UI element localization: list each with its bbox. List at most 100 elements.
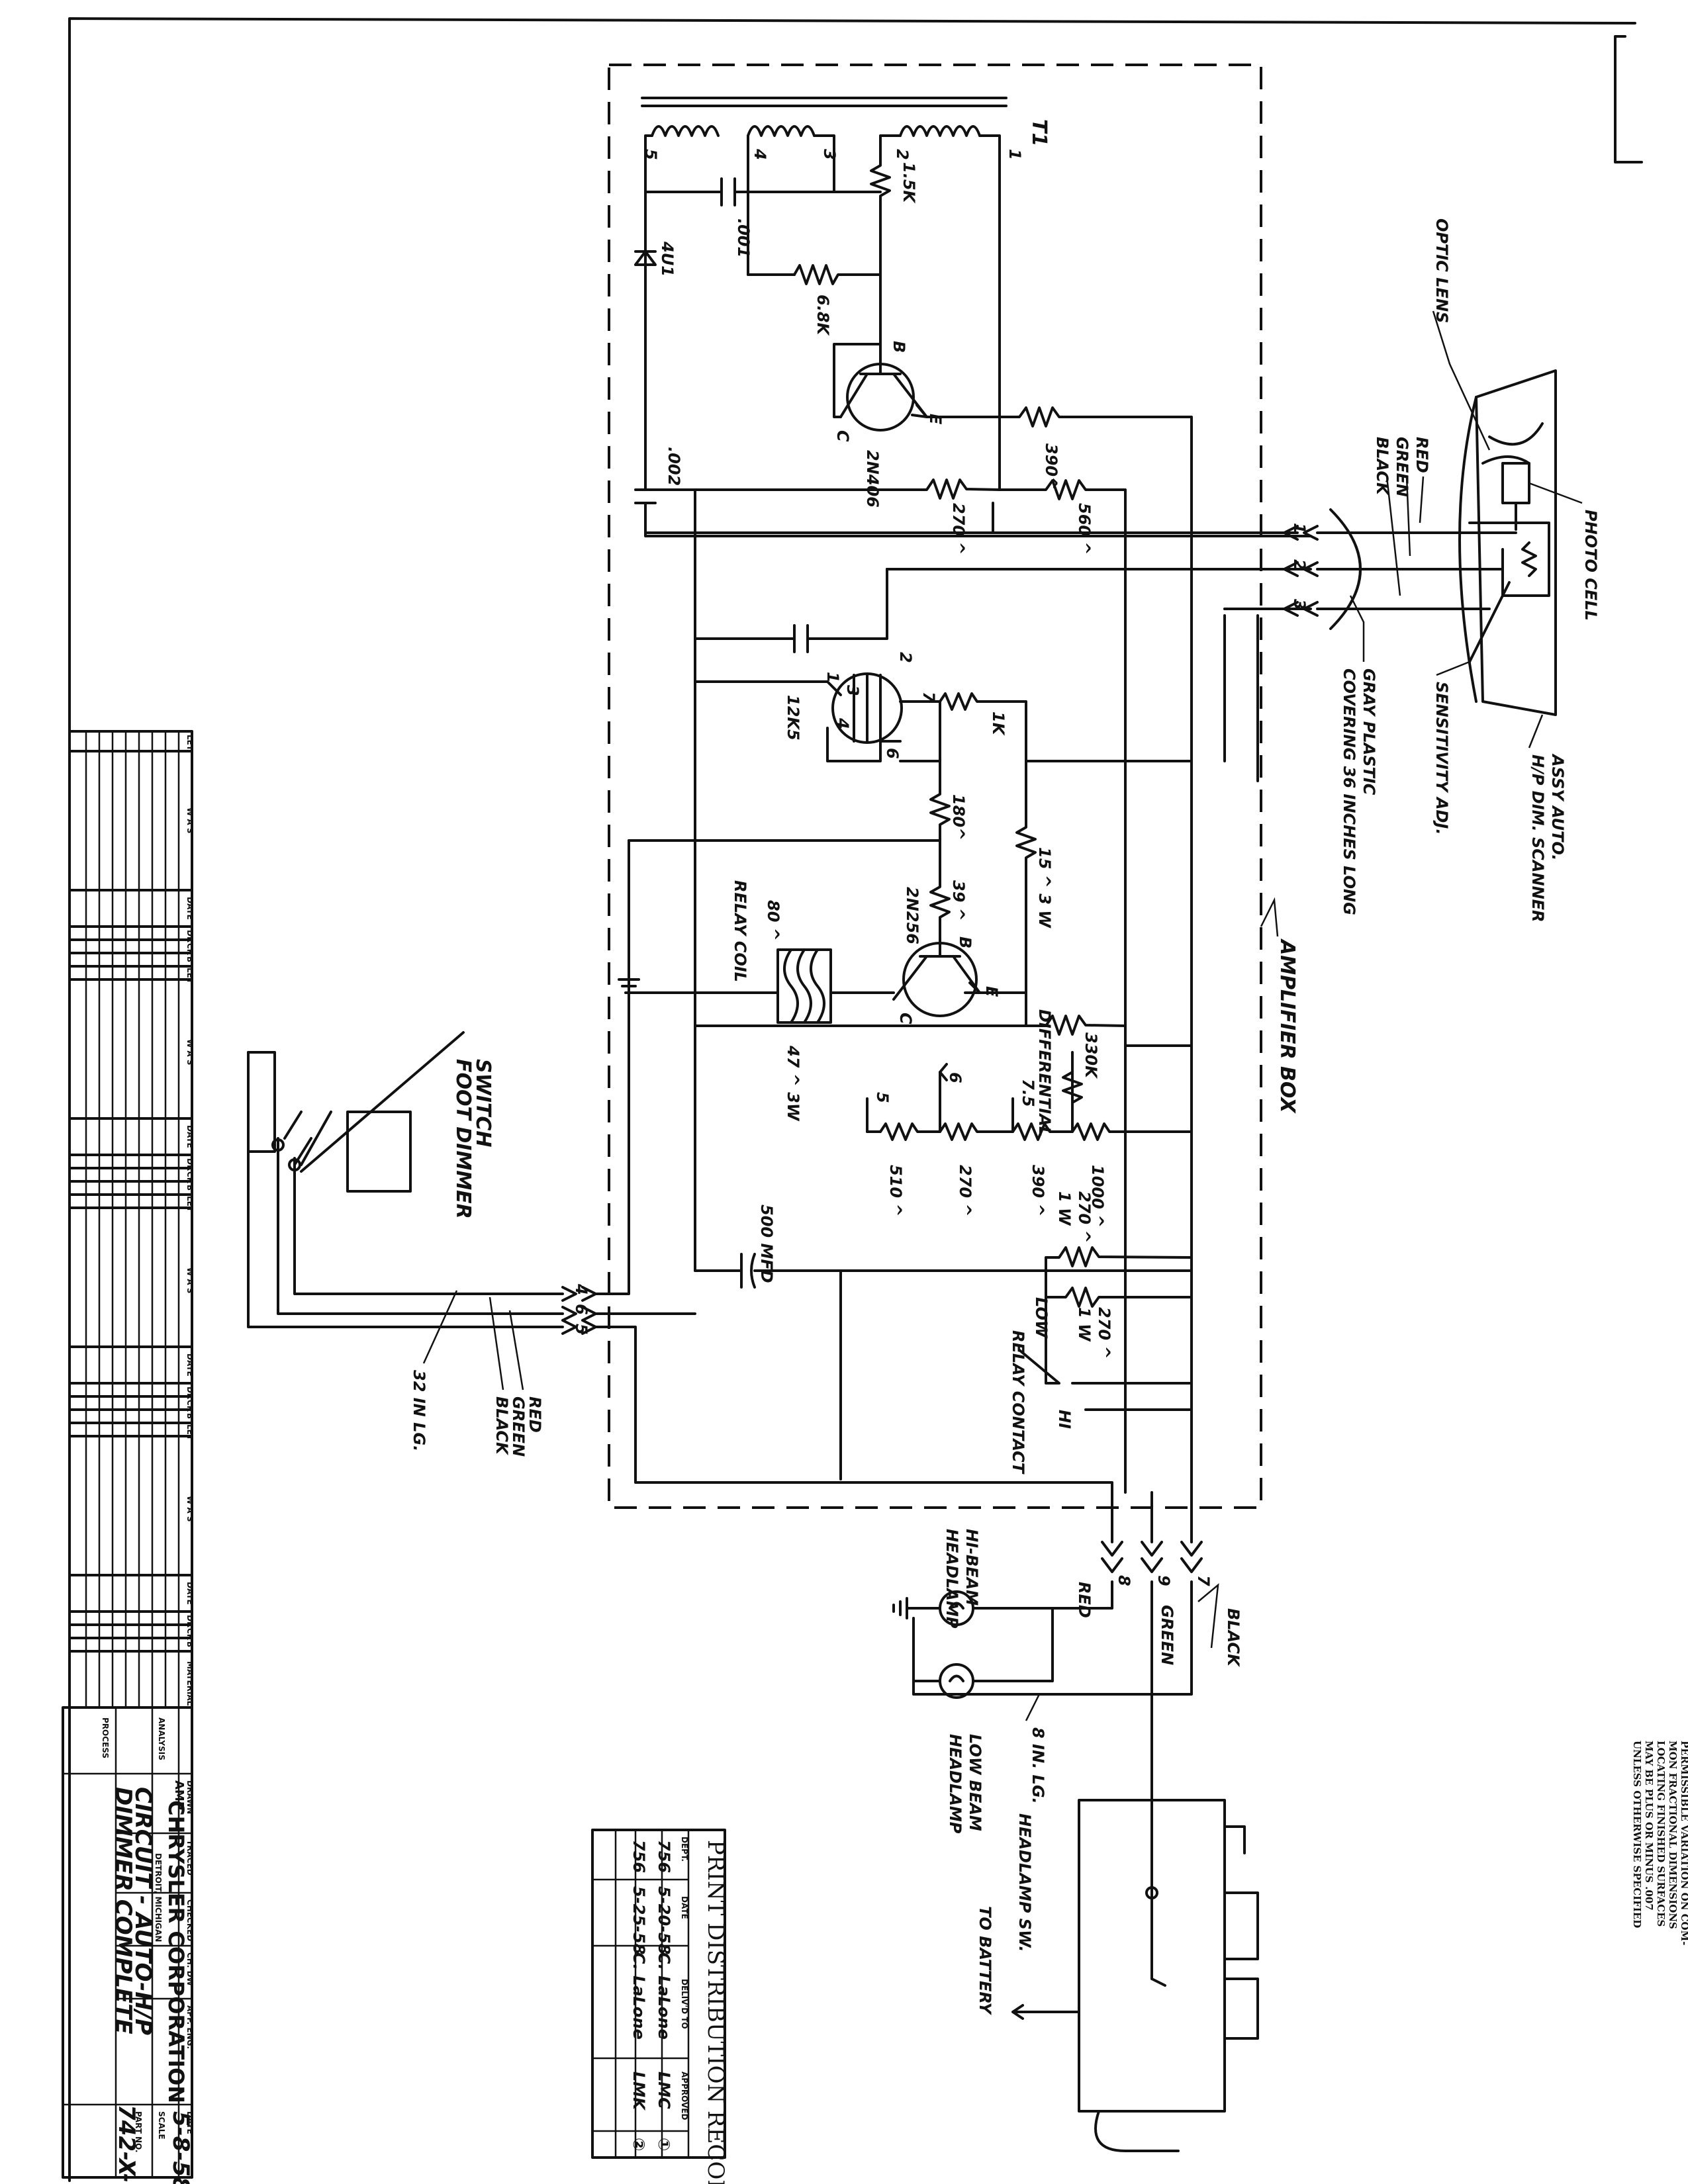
label-32-in: 32 IN LG. <box>410 1370 428 1451</box>
label-to-battery: TO BATTERY <box>976 1906 994 2016</box>
foot-dimmer-switch: SWITCH FOOT DIMMER 4 6 5 RED GREEN BLACK… <box>247 846 1113 1524</box>
pdr-row2-rev: ② <box>630 2138 648 2151</box>
label-scan-green: GREEN <box>1393 437 1411 497</box>
rev-let-4: LET <box>185 1424 195 1441</box>
label-330k: 330K <box>1082 1032 1100 1079</box>
label-hi: HI <box>1055 1410 1074 1429</box>
label-q2-collector: C <box>896 1013 915 1024</box>
scanner-connector: 1 2 3 RED GREEN BLACK <box>644 437 1517 782</box>
label-scan-red: RED <box>1413 437 1431 473</box>
label-270-1w-a: 270 ^ <box>1075 1191 1094 1244</box>
filter-and-relay-contact: 500 MFD 270 ^ 1 W 270 ^ 1 W LOW RELAY CO… <box>694 1051 1193 1543</box>
label-tap-7-5: 7.5 <box>1019 1079 1037 1107</box>
value-drawn: AMP <box>172 1780 186 1810</box>
label-low-beam-a: LOW BEAM <box>966 1734 984 1831</box>
headlamp-circuit: 8 9 7 RED GREEN BLACK HI-BEAM HEADLAMP L… <box>892 1491 1243 1980</box>
pdr-header-approved: APPROVED <box>680 2071 689 2120</box>
pdr-row1-dept: 756 <box>655 1840 673 1873</box>
label-2n256: 2N256 <box>903 887 921 944</box>
label-hi-beam-b: HEADLAMP <box>943 1529 961 1629</box>
label-analysis: ANALYSIS <box>157 1717 166 1760</box>
label-tap-6: 6 <box>946 1072 964 1083</box>
label-6-8k: 6.8K <box>814 295 832 337</box>
label-tap-5: 5 <box>873 1092 892 1103</box>
pdr-row1-deliv: C. LaLone <box>655 1952 673 2040</box>
rev-was-2: W A S <box>185 1039 195 1066</box>
label-pin-4: 4 <box>751 148 769 160</box>
pdr-row2-deliv: C. LaLone <box>630 1952 648 2040</box>
label-relay-coil: RELAY COIL <box>731 880 749 982</box>
note-line-1: PERMISSIBLE VARIATION ON COM- <box>1679 1741 1688 1945</box>
label-t1: T1 <box>1027 119 1051 146</box>
label-gray-plastic-a: GRAY PLASTIC <box>1360 668 1378 796</box>
label-1k: 1K <box>989 711 1008 737</box>
label-switch-b: FOOT DIMMER <box>451 1059 475 1219</box>
label-out-red: RED <box>1075 1582 1094 1618</box>
label-headlamp-sw: HEADLAMP SW. <box>1015 1813 1034 1952</box>
label-1-5k: 1.5K <box>900 162 918 205</box>
label-out-7: 7 <box>1194 1575 1213 1586</box>
pdr-row2-approved: LMK <box>630 2071 648 2111</box>
label-wire-green: GREEN <box>509 1396 528 1457</box>
label-scale: SCALE <box>157 2111 166 2140</box>
label-plug-5: 5 <box>572 1324 590 1335</box>
rev-was-3: W A S <box>185 1267 195 1294</box>
label-47-3w: 47 ^ 3W <box>784 1045 802 1122</box>
label-pin-2: 2 <box>893 149 912 160</box>
label-270-top: 270 ^ <box>949 503 968 555</box>
rev-ck-4: CK <box>185 1628 195 1641</box>
pdr-row2-dept: 756 <box>630 1840 648 1873</box>
label-plug-4: 4 <box>572 1283 590 1295</box>
label-560: 560 ^ <box>1075 503 1094 555</box>
rev-b-1: B <box>185 956 195 962</box>
label-traced: TRACED <box>185 1840 195 1876</box>
label-tube-12k5: 12K5 <box>784 695 802 741</box>
label-390-mid: 390 ^ <box>1029 1165 1047 1217</box>
label-390: 390^ <box>1042 443 1060 490</box>
label-1000: 1000 ^ <box>1088 1165 1107 1228</box>
label-510: 510 ^ <box>886 1165 905 1217</box>
label-002: .002 <box>665 447 683 486</box>
label-270-mid: 270 ^ <box>956 1165 974 1217</box>
label-checked: CHECKED <box>185 1899 195 1941</box>
label-scanner-a: ASSY AUTO. <box>1548 753 1567 860</box>
rev-dr-4: DR <box>185 1615 195 1627</box>
label-out-green: GREEN <box>1158 1605 1176 1665</box>
label-180: 180^ <box>949 794 968 841</box>
rev-dr-2: DR <box>185 1158 195 1171</box>
label-4u1: 4U1 <box>658 241 677 277</box>
label-out-8: 8 <box>1115 1575 1133 1586</box>
rev-ck-1: CK <box>185 943 195 956</box>
label-partno: PART NO. <box>134 2111 143 2153</box>
pdr-header-deliv: DELIV'D TO <box>680 1979 689 2029</box>
value-partno: 742-X-723 <box>113 2105 140 2184</box>
differential-network: DIFFERENTIAL 330K 5 6 7.5 510 ^ 270 ^ 39… <box>866 1009 1193 1228</box>
rev-ck-3: CK <box>185 1400 195 1412</box>
scanner-assembly: OPTIC LENS PHOTO CELL GRAY PLASTIC COVER… <box>1340 218 1600 923</box>
label-sensitivity: SENSITIVITY ADJ. <box>1432 682 1451 835</box>
rev-b-3: B <box>185 1413 195 1419</box>
amplifier-box-outline <box>608 64 1262 1509</box>
label-270-1w-b: 1 W <box>1055 1191 1074 1226</box>
label-500mfd: 500 MFD <box>757 1205 776 1283</box>
drawing-title-1: CIRCUIT - AUTO-H/P <box>130 1787 156 2035</box>
label-pin-1: 1 <box>1006 149 1024 160</box>
pdr-title: PRINT DISTRIBUTION RECORD <box>702 1840 729 2184</box>
rev-date-3: DATE <box>185 1353 195 1377</box>
pdr-row2-date: 5-25-58 <box>630 1886 648 1954</box>
label-wire-red: RED <box>526 1396 544 1433</box>
label-switch-a: SWITCH <box>471 1059 494 1147</box>
pdr-header-date: DATE <box>680 1896 689 1919</box>
headlamp-switch: HEADLAMP SW. TO BATTERY <box>976 1799 1259 2152</box>
pdr-row1-approved: LMC <box>655 2071 673 2109</box>
pdr-row1-date: 5-20-58 <box>655 1886 673 1954</box>
label-tube-4: 4 <box>833 717 852 729</box>
label-gray-plastic-b: COVERING 36 INCHES LONG <box>1340 668 1358 915</box>
note-line-3: LOCATING FINISHED SURFACES <box>1655 1741 1667 1927</box>
rev-was-1: W A S <box>185 807 195 834</box>
oscillator-wiring: B C E 2N406 1.5K .001 4U1 6.8K <box>634 134 1001 508</box>
note-line-4: MAY BE PLUS OR MINUS .007 <box>1643 1741 1655 1911</box>
label-scan-3: 3 <box>1290 599 1309 610</box>
rev-let-3: LET <box>185 1196 195 1212</box>
